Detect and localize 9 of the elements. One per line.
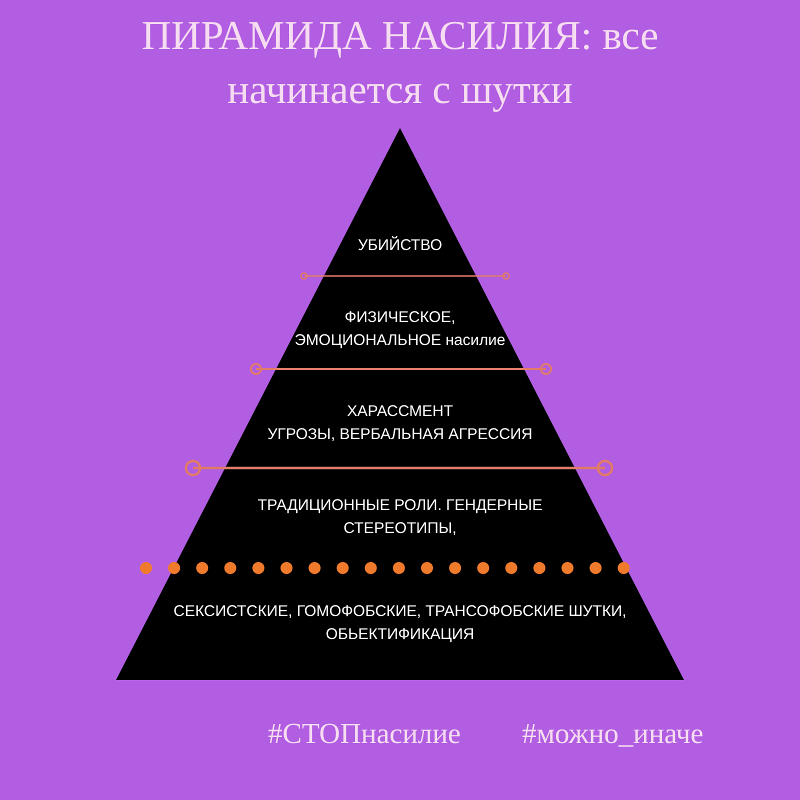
level-text: ТРАДИЦИОННЫЕ РОЛИ. ГЕНДЕРНЫЕ СТЕРЕОТИПЫ, — [256, 496, 544, 539]
hashtag: #СТОПнасилие — [268, 718, 461, 751]
level-text: СЕКСИСТСКИЕ, ГОМОФОБСКИЕ, ТРАНСОФОБСКИЕ ШУТКИ, ОБЬЕКТИФИКАЦИЯ — [172, 602, 628, 645]
level-text: ХАРАССМЕНТ — [346, 402, 454, 422]
level-text: ФИЗИЧЕСКОЕ, ЭМОЦИОНАЛЬНОЕ насилие — [294, 308, 506, 351]
title: ПИРАМИДА НАСИЛИЯ: все начинается с шутки — [140, 11, 660, 114]
hashtag: #можно_иначе — [522, 718, 704, 751]
level-text: УБИЙСТВО — [356, 235, 444, 256]
level-text: УГРОЗЫ, ВЕРБАЛЬНАЯ АГРЕССИЯ — [266, 425, 534, 445]
